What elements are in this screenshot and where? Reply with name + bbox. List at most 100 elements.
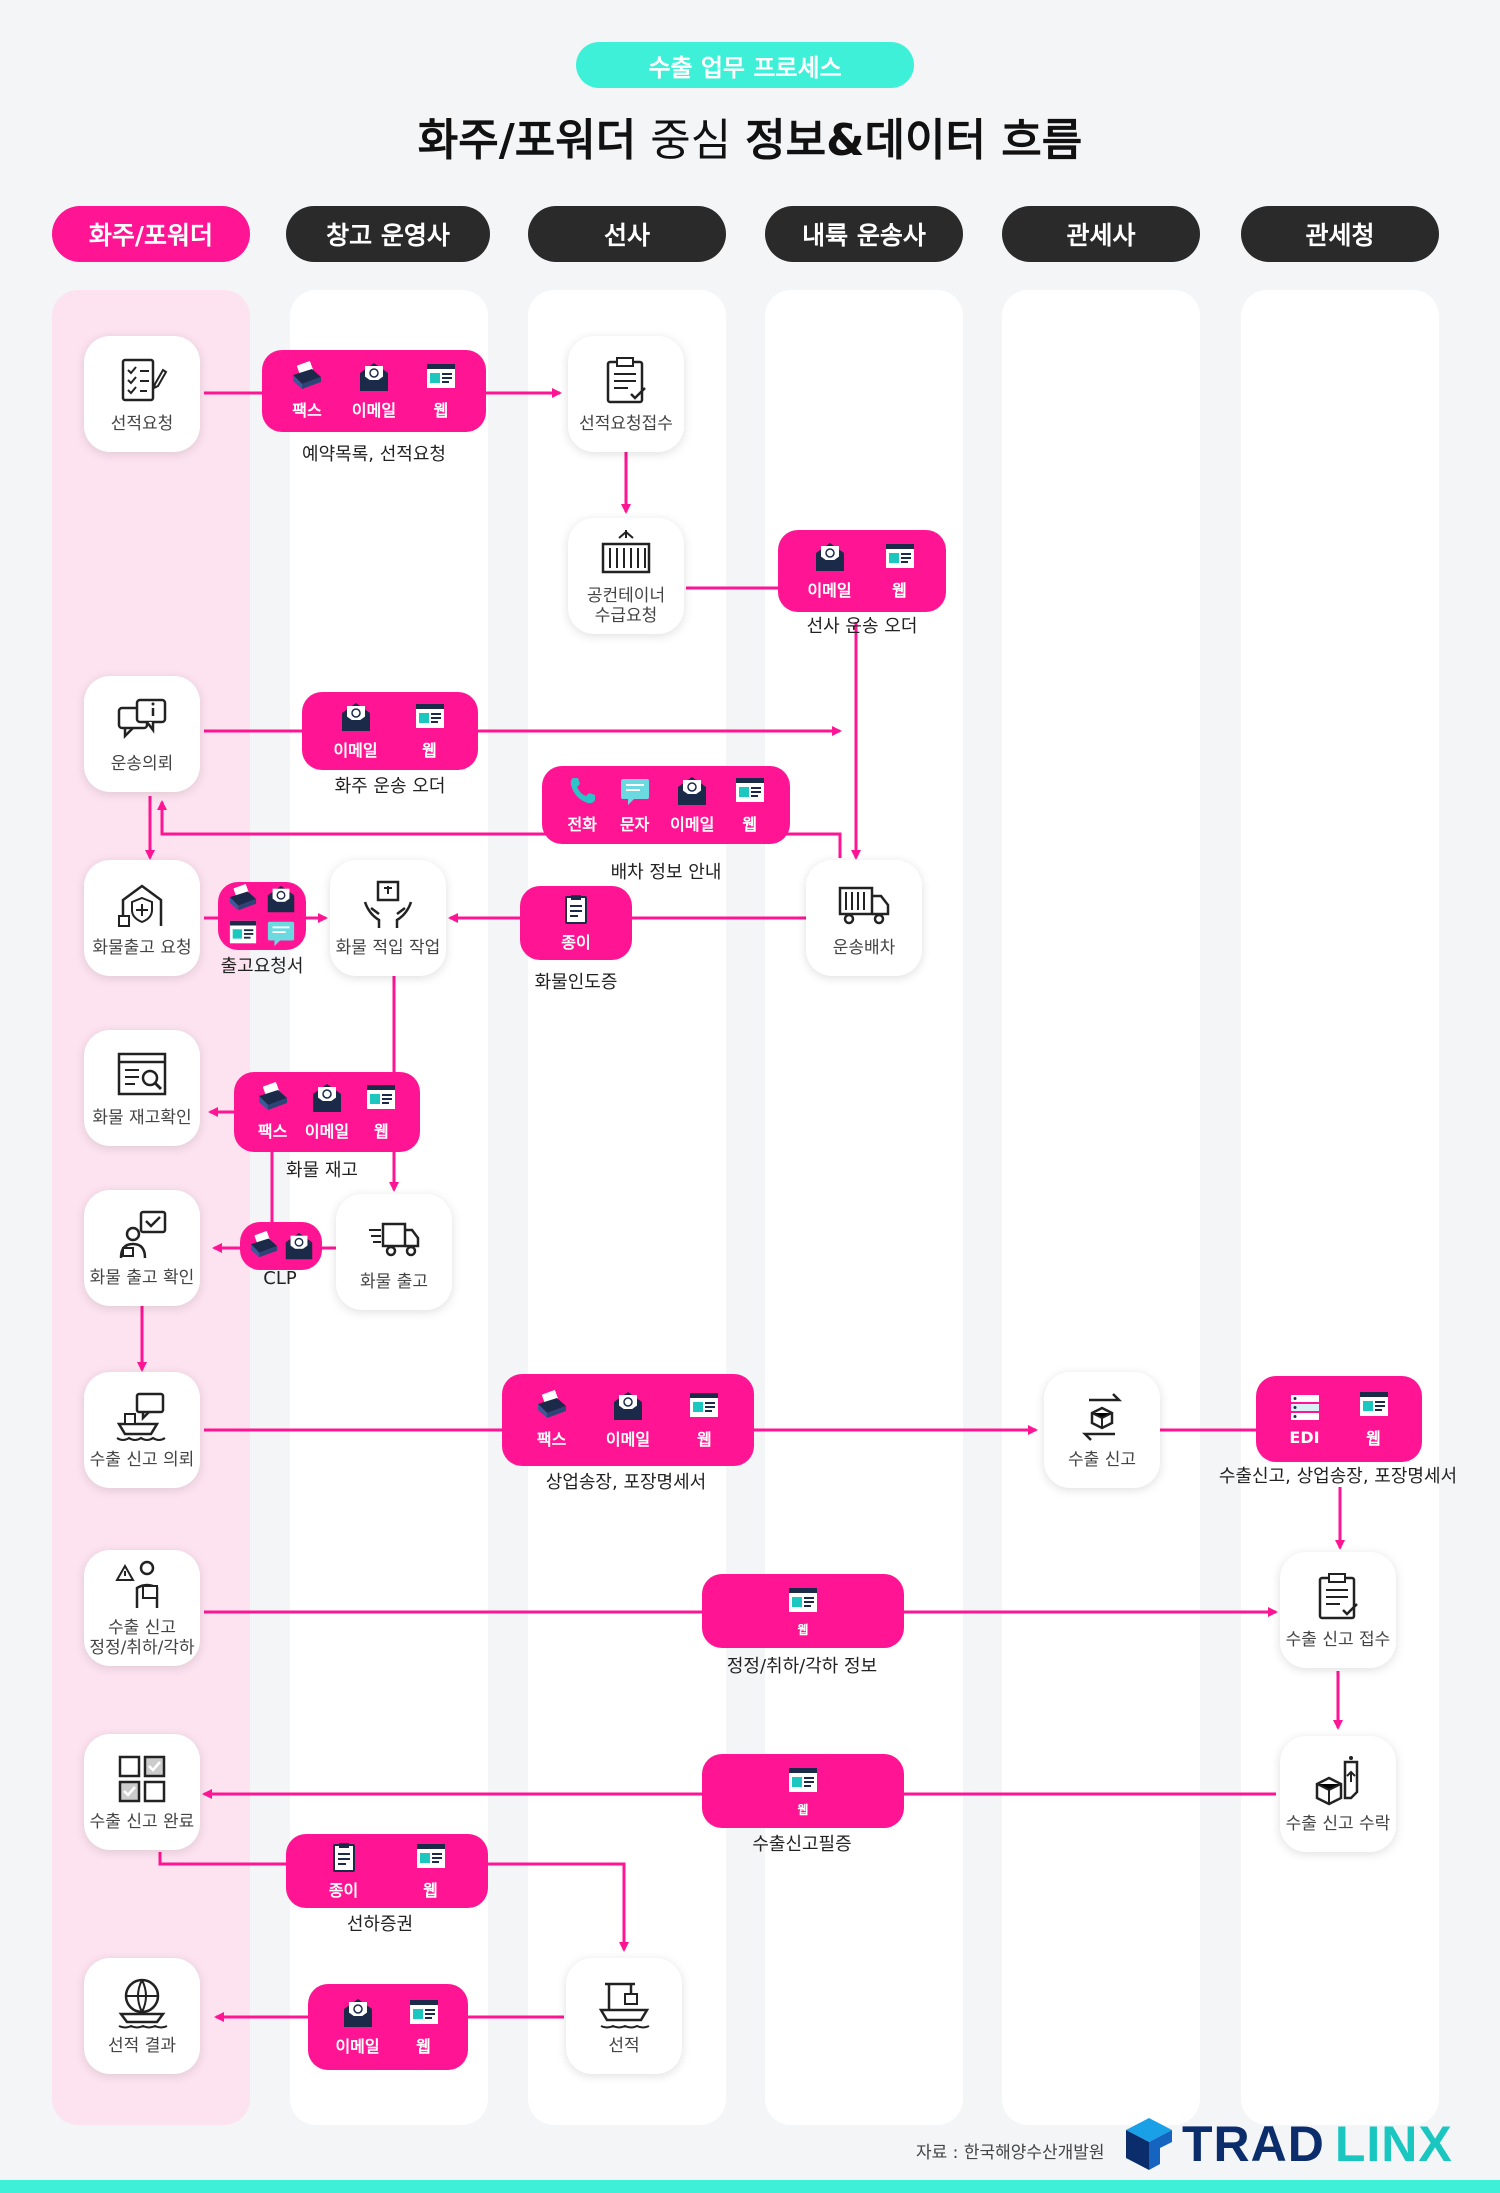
channel-paper: 종이 (327, 1841, 361, 1901)
node-label: 화물 적입 작업 (335, 937, 441, 958)
channel-pill-release-form (218, 882, 306, 950)
node-label: 운송의뢰 (110, 753, 174, 774)
phone-icon (565, 775, 599, 807)
web-icon (786, 1585, 820, 1617)
node-declaration-acceptance[interactable]: 수출 신고 수락 (1280, 1736, 1396, 1852)
channel-email: 이메일 (807, 541, 852, 601)
channel-label: 이메일 (807, 581, 852, 600)
node-label: 수출 신고 완료 (89, 1811, 195, 1832)
caption-release-form: 출고요청서 (220, 956, 304, 977)
channel-email: 이메일 (352, 361, 396, 421)
channel-email: 이메일 (335, 1997, 380, 2057)
web-icon (424, 361, 458, 393)
channel-web: 웹 (407, 1997, 441, 2057)
channel-sms: 문자 (618, 775, 652, 835)
node-transport-request[interactable]: 운송의뢰 (84, 676, 200, 792)
channel-label: 웹 (422, 741, 437, 760)
node-label-line2: 정정/취하/각하 (89, 1638, 195, 1658)
edi-server-icon (1288, 1392, 1322, 1424)
node-label: 선적요청접수 (579, 413, 673, 434)
lane-header-warehouse: 창고 운영사 (286, 206, 490, 262)
caption-clp: CLP (263, 1268, 297, 1289)
node-label: 수출 신고 수락 (1285, 1813, 1391, 1834)
node-transport-dispatch[interactable]: 운송배차 (806, 860, 922, 976)
email-icon (263, 884, 299, 914)
node-label: 선적 결과 (108, 2035, 176, 2056)
caption-dispatch-info: 배차 정보 안내 (610, 862, 722, 883)
channel-fax: 팩스 (256, 1082, 290, 1142)
channel-fax: 팩스 (535, 1390, 569, 1450)
channel-pill-carrier-order: 이메일 웹 (778, 530, 946, 612)
fax-icon (225, 884, 261, 914)
channel-label: 웹 (742, 815, 758, 834)
node-empty-container-request[interactable]: 공컨테이너 수급요청 (568, 518, 684, 634)
node-shipment[interactable]: 선적 (566, 1958, 682, 2074)
channel-web: 웹 (786, 1765, 820, 1818)
checklist-icon (121, 358, 168, 402)
lane-header-shipper: 화주/포워더 (52, 206, 250, 262)
email-icon (813, 541, 847, 573)
channel-label: 웹 (797, 1622, 809, 1637)
globe-ship-icon (118, 1978, 168, 2029)
web-icon (413, 701, 447, 733)
fax-icon (290, 361, 324, 393)
delivery-truck-icon (369, 1222, 420, 1257)
clipboard-icon (606, 356, 646, 404)
node-shipping-request-received[interactable]: 선적요청접수 (568, 336, 684, 452)
node-stuffing-work[interactable]: 화물 적입 작업 (330, 860, 446, 976)
channel-label: 이메일 (351, 401, 397, 420)
channel-label: 웹 (433, 401, 449, 420)
channel-web: 웹 (1357, 1389, 1391, 1449)
channel-label: 팩스 (536, 1430, 567, 1449)
channel-phone: 전화 (565, 775, 599, 835)
sms-icon (263, 918, 299, 948)
exchange-box-icon (1081, 1392, 1123, 1441)
web-icon (364, 1082, 398, 1114)
caption-delivery-receipt: 화물인도증 (534, 972, 618, 993)
web-icon (1357, 1389, 1391, 1421)
email-icon (675, 775, 709, 807)
email-icon (341, 1997, 375, 2029)
node-release-confirmation[interactable]: 화물 출고 확인 (84, 1190, 200, 1306)
logo-word-linx: LINX (1334, 2116, 1453, 2172)
channel-label: 이메일 (333, 741, 378, 760)
channel-pill-delivery-receipt: 종이 (520, 886, 632, 960)
caption-bill-of-lading: 선하증권 (346, 1914, 414, 1935)
node-label: 선적 (608, 2035, 640, 2056)
sms-icon (618, 775, 652, 807)
channel-label: 팩스 (257, 1122, 288, 1141)
channel-pill-booking: 팩스 이메일 웹 (262, 350, 486, 432)
web-icon (414, 1841, 448, 1873)
channel-label: 이메일 (670, 815, 715, 834)
channel-web: 웹 (733, 775, 767, 835)
node-export-declaration[interactable]: 수출 신고 (1044, 1372, 1160, 1488)
node-label: 운송배차 (832, 937, 896, 958)
node-cargo-release[interactable]: 화물 출고 (336, 1194, 452, 1310)
channel-fax: 팩스 (290, 361, 324, 421)
channel-web: 웹 (786, 1585, 820, 1638)
node-shipment-result[interactable]: 선적 결과 (84, 1958, 200, 2074)
channel-email: 이메일 (670, 775, 714, 835)
node-export-declaration-request[interactable]: 수출 신고 의뢰 (84, 1372, 200, 1488)
channel-web: 웹 (883, 541, 917, 601)
channel-label: 팩스 (292, 401, 322, 420)
node-stock-check[interactable]: 화물 재고확인 (84, 1030, 200, 1146)
channel-label: 이메일 (605, 1430, 651, 1449)
channel-pill-invoice: 팩스 이메일 웹 (502, 1374, 754, 1466)
node-label-line2: 수급요청 (594, 606, 658, 626)
paper-icon (327, 1841, 361, 1873)
channel-paper: 종이 (559, 893, 593, 953)
email-icon (339, 701, 373, 733)
node-label: 수출 신고 (1068, 1449, 1136, 1470)
caption-carrier-order: 선사 운송 오더 (806, 616, 918, 637)
node-label: 선적요청 (110, 413, 174, 434)
node-declaration-complete[interactable]: 수출 신고 완료 (84, 1734, 200, 1850)
node-shipping-request[interactable]: 선적요청 (84, 336, 200, 452)
node-label: 화물출고 요청 (92, 937, 192, 958)
node-declaration-receipt[interactable]: 수출 신고 접수 (1280, 1552, 1396, 1668)
channel-label: 웹 (423, 1881, 438, 1900)
node-declaration-correction[interactable]: 수출 신고 정정/취하/각하 (84, 1550, 200, 1666)
node-cargo-release-request[interactable]: 화물출고 요청 (84, 860, 200, 976)
lane-header-inland-transport: 내륙 운송사 (765, 206, 963, 262)
